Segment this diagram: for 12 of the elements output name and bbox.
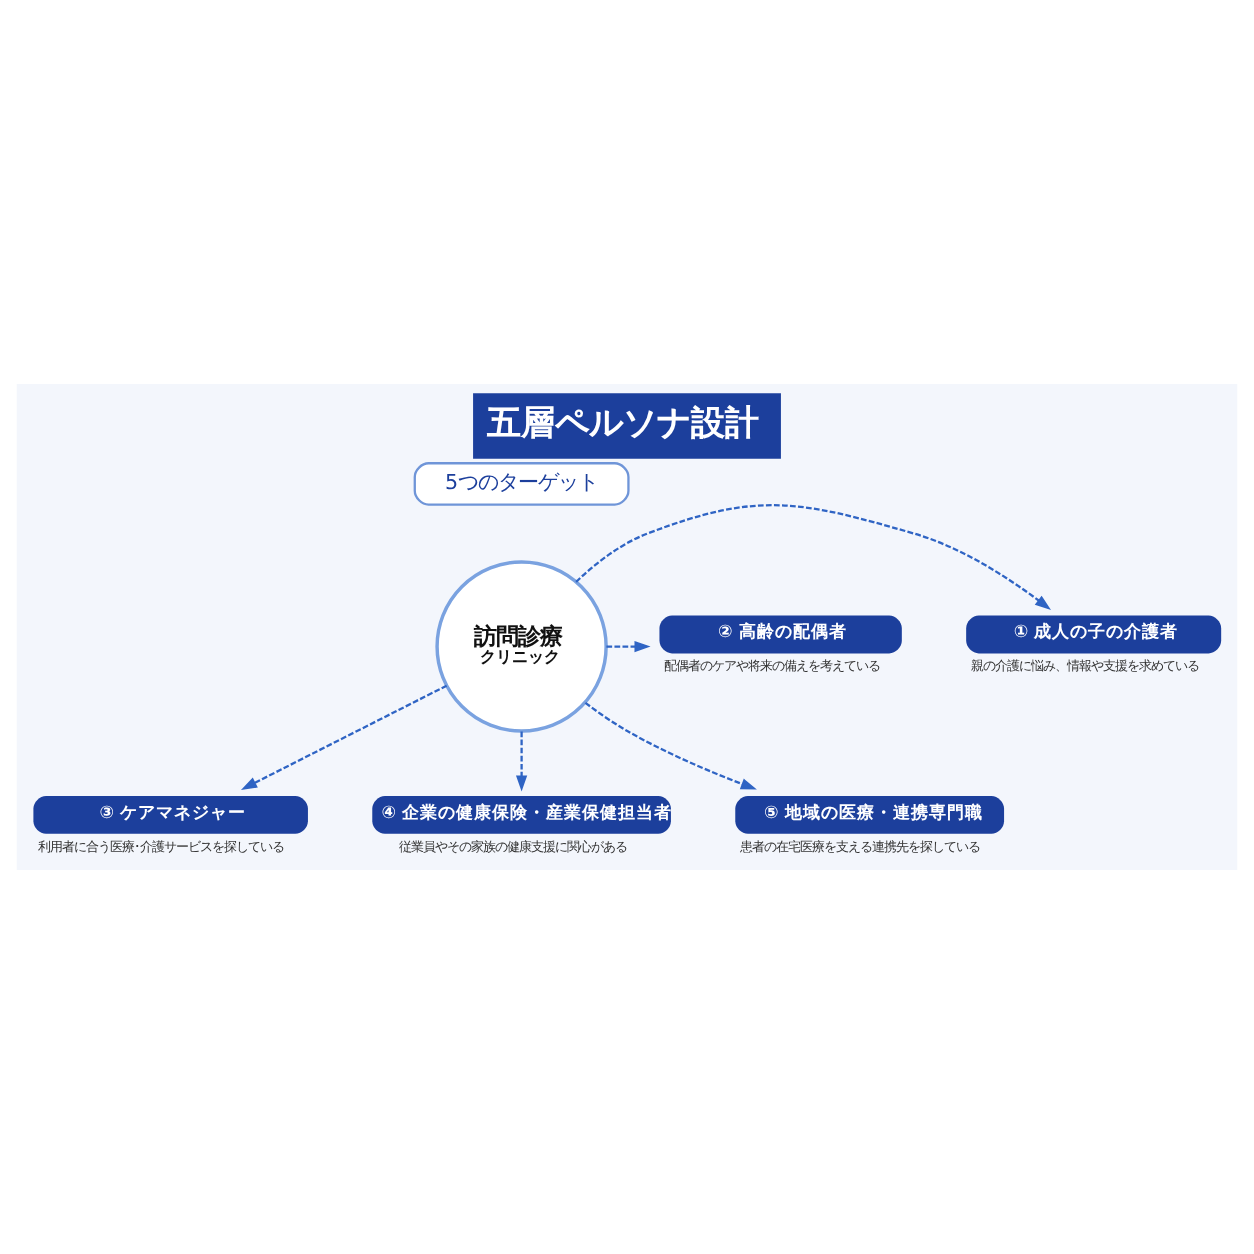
- arrow: [606, 640, 651, 653]
- node-box: 5つのターゲット: [413, 462, 630, 506]
- node-box: ① 成人の子の介護者: [966, 615, 1222, 654]
- diagram-title: 五層ペルソナ設計: [486, 403, 759, 444]
- arrow: [240, 684, 448, 790]
- arrow: [575, 504, 1051, 610]
- node-box: ② 高齢の配偶者: [659, 615, 902, 654]
- node-box: ④ 企業の健康保険・産業保健担当者: [372, 795, 671, 834]
- arrow: [515, 731, 528, 792]
- node-box: ⑤ 地域の医療・連携専門職: [735, 795, 1005, 834]
- node-box: ③ ケアマネジャー: [33, 795, 308, 834]
- arrow: [584, 701, 757, 790]
